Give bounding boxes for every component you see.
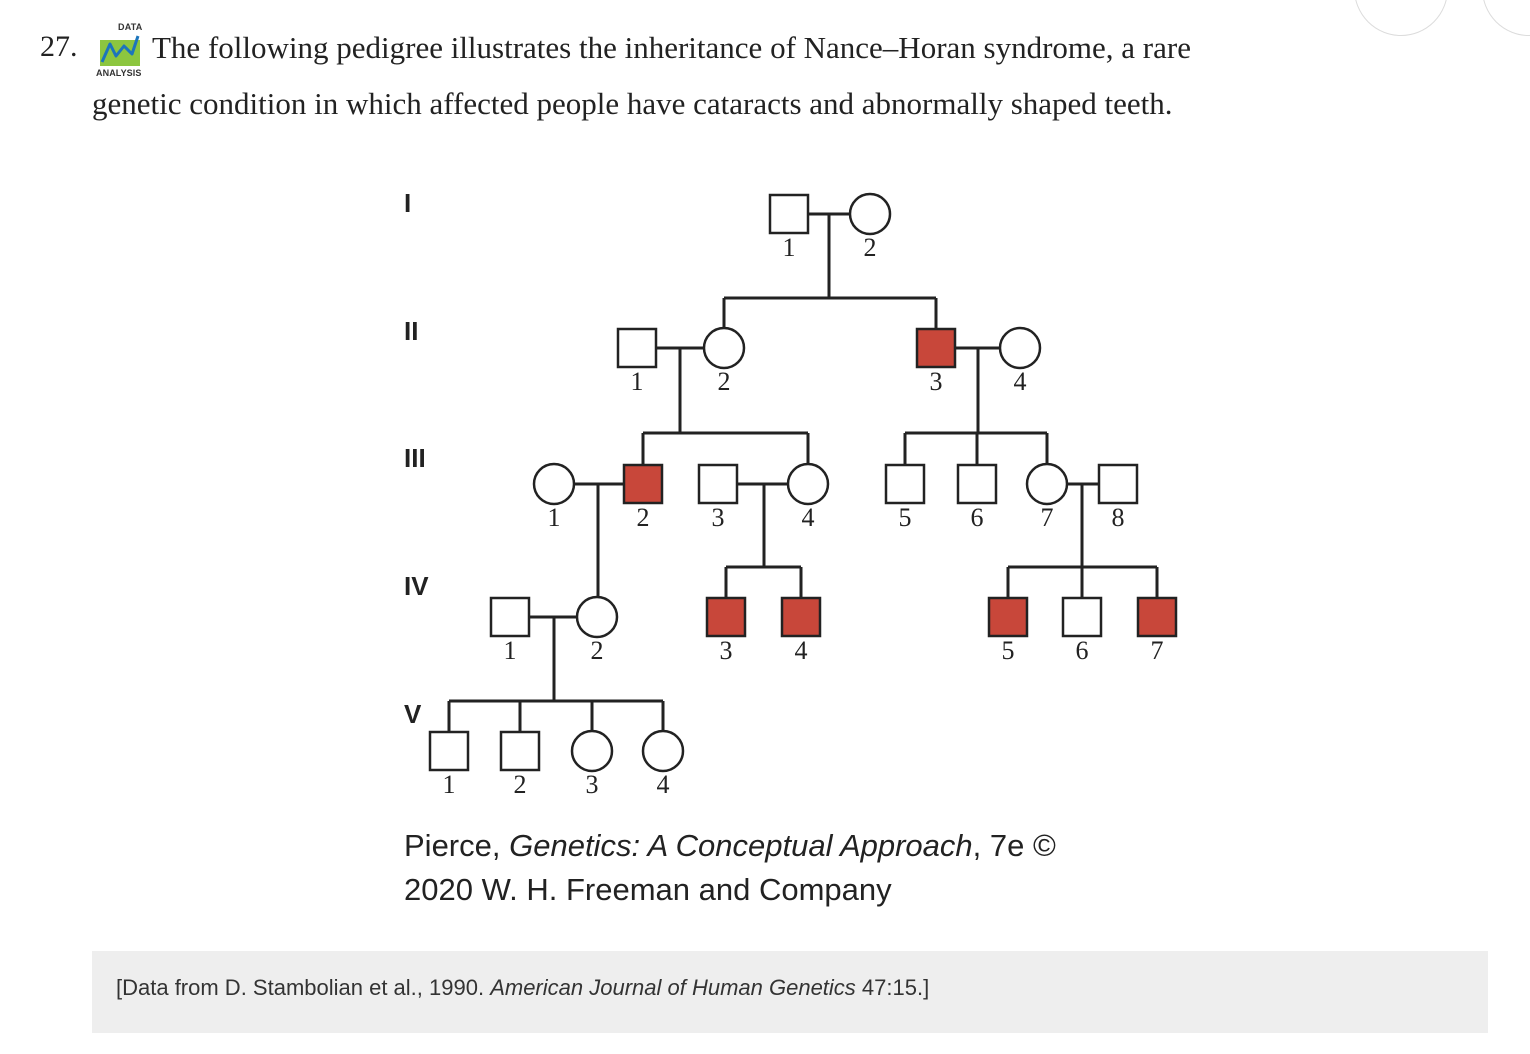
generation-label-I: I [404,188,411,218]
generation-label-II: II [404,316,418,346]
unaffected-female-I-2 [848,192,892,236]
individual-number-IV-5: 5 [1002,636,1015,665]
individual-number-V-1: 1 [443,770,456,799]
credit-line1: Pierce, Genetics: A Conceptual Approach,… [404,828,1056,864]
individual-number-III-6: 6 [971,503,984,532]
credit-book-title: Genetics: A Conceptual Approach [509,828,973,863]
individual-number-IV-4: 4 [795,636,808,665]
unaffected-male-II-1 [616,327,658,369]
unaffected-female-V-4 [641,729,685,773]
source-journal: American Journal of Human Genetics [490,975,856,1000]
individual-number-IV-6: 6 [1076,636,1089,665]
affected-male-IV-5 [987,596,1029,638]
unaffected-male-IV-1 [489,596,531,638]
question-text-line2: genetic condition in which affected peop… [92,86,1173,121]
generation-label-IV: IV [404,571,429,601]
generation-label-III: III [404,443,426,473]
individual-number-V-2: 2 [514,770,527,799]
unaffected-female-IV-2 [575,595,619,639]
unaffected-female-V-3 [570,729,614,773]
individual-number-III-8: 8 [1112,503,1125,532]
source-box: [Data from D. Stambolian et al., 1990. A… [92,951,1488,1033]
credit-line2: 2020 W. H. Freeman and Company [404,872,892,907]
badge-top-label: DATA [118,22,143,32]
unaffected-male-I-1 [768,193,810,235]
affected-male-IV-3 [705,596,747,638]
individual-number-V-3: 3 [586,770,599,799]
generation-label-V: V [404,699,422,729]
individual-number-III-7: 7 [1041,503,1054,532]
individual-number-III-4: 4 [802,503,815,532]
individual-number-III-2: 2 [637,503,650,532]
individual-number-I-1: 1 [783,233,796,262]
individual-number-III-1: 1 [548,503,561,532]
affected-male-II-3 [915,327,957,369]
unaffected-male-III-6 [956,463,998,505]
question-number: 27. [40,30,78,63]
unaffected-female-III-7 [1025,462,1069,506]
individual-number-III-5: 5 [899,503,912,532]
source-authors: [Data from D. Stambolian et al., 1990. [116,975,491,1000]
unaffected-male-V-2 [499,730,541,772]
affected-male-III-2 [622,463,664,505]
unaffected-female-II-4 [998,326,1042,370]
unaffected-female-III-4 [786,462,830,506]
unaffected-female-II-2 [702,326,746,370]
affected-male-IV-7 [1136,596,1178,638]
unaffected-female-III-1 [532,462,576,506]
individual-number-II-4: 4 [1014,367,1027,396]
unaffected-male-III-5 [884,463,926,505]
credit-author: Pierce, [404,828,510,863]
individual-number-I-2: 2 [864,233,877,262]
individual-number-V-4: 4 [657,770,670,799]
unaffected-male-III-8 [1097,463,1139,505]
source-citation: [Data from D. Stambolian et al., 1990. A… [116,975,929,1001]
individual-number-IV-1: 1 [504,636,517,665]
source-volume: 47:15.] [855,975,930,1000]
badge-bottom-label: ANALYSIS [96,68,142,78]
unaffected-male-V-1 [428,730,470,772]
individual-number-IV-2: 2 [591,636,604,665]
individual-number-III-3: 3 [712,503,725,532]
affected-male-IV-4 [780,596,822,638]
individual-number-II-2: 2 [718,367,731,396]
chart-icon [100,35,140,66]
unaffected-male-IV-6 [1061,596,1103,638]
individual-number-II-1: 1 [631,367,644,396]
data-analysis-badge: DATA ANALYSIS [96,22,144,78]
individual-number-II-3: 3 [930,367,943,396]
question-text-line1: The following pedigree illustrates the i… [152,30,1191,65]
individual-number-IV-7: 7 [1151,636,1164,665]
unaffected-male-III-3 [697,463,739,505]
credit-edition: , 7e © [972,828,1056,863]
individual-number-IV-3: 3 [720,636,733,665]
